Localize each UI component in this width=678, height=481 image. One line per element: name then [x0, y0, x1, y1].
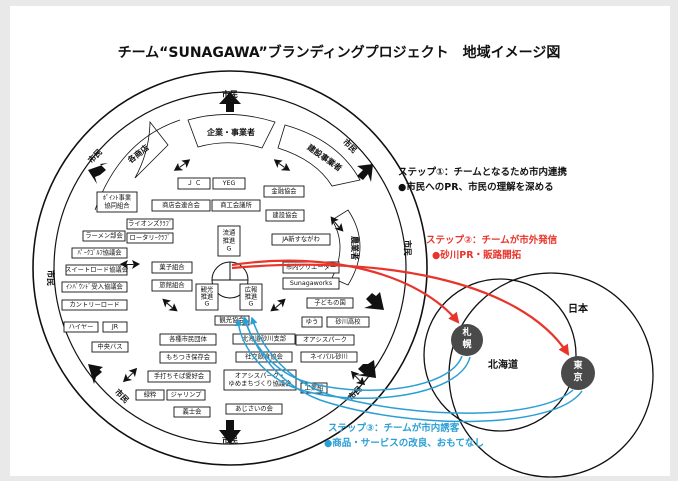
step2-title: ステップ②：チームが市外発信 [426, 234, 558, 246]
box-hokudai: 北海道砂川支部 [242, 334, 286, 343]
box-mochitsuki: もちつき保存会 [166, 352, 211, 361]
arrow-upper-left [88, 163, 108, 184]
box-inbound: ｲﾝﾊﾞｳﾝﾄﾞ受入協議会 [66, 282, 123, 291]
diagram-title: チーム“SUNAGAWA”ブランディングプロジェクト 地域イメージ図 [118, 44, 561, 61]
japan-circle [448, 272, 654, 478]
box-teuchi: 手打ちそば愛好会 [154, 371, 205, 380]
box-lions: ライオンズｸﾗﾌﾞ [128, 219, 172, 228]
box-kensetsu: 建設協会 [272, 210, 298, 219]
box-shokokaigisho: 商工会議所 [220, 200, 252, 209]
arrow-lower-left [88, 364, 103, 384]
sapporo-label-1: 札 [461, 326, 471, 338]
center-kanko-2: 推進 [201, 292, 214, 301]
ring-label-left: 市民 [46, 270, 56, 286]
box-kodomo: 子どもの国 [314, 299, 345, 307]
box-sunagaworks: Sunagaworks [290, 280, 332, 287]
box-yuu: ゆう [306, 318, 319, 326]
box-parkgolf: ﾊﾟｰｸｺﾞﾙﾌ協議会 [77, 248, 122, 257]
box-jr: JR [111, 324, 119, 331]
box-jarinpu: ジャリンプ [171, 391, 203, 399]
box-kashi: 菓子組合 [159, 262, 185, 271]
box-sweets: スイートロード協議会 [65, 265, 129, 274]
box-kakushu: 各種市民団体 [169, 334, 207, 343]
center-kanko-1: 観光 [201, 285, 214, 294]
blue-arrow-sapporo-2 [234, 318, 471, 400]
label-hokkaido: 北海道 [488, 358, 518, 371]
box-chuobus: 中央バス [97, 342, 122, 351]
red-arrow-tokyo [231, 263, 570, 356]
ring-label-right: 市民 [403, 240, 413, 256]
center-ryutsu-3: G [227, 246, 232, 253]
arrow-right-mid [364, 292, 384, 310]
box-rotary: ロータリｰｸﾗﾌﾞ [130, 233, 171, 242]
hokkaido-circle [423, 278, 577, 432]
step3-desc: ●商品・サービスの改良、おもてなし [324, 437, 484, 449]
box-kogei: 工業組 [305, 383, 325, 392]
box-ajisai: あじさいの会 [235, 404, 273, 413]
sapporo-label-2: 幌 [462, 338, 471, 350]
center-koho-3: G [249, 301, 254, 308]
box-country: カントリーロード [69, 301, 119, 309]
step1-title: ステップ①：チームとなるため市内連携 [398, 166, 567, 178]
box-yeg: YEG [222, 180, 236, 187]
outer-citizen-ring [32, 70, 428, 466]
box-point-1: ﾎﾟｲﾝﾄ事業 [103, 193, 132, 202]
arrow-up [219, 92, 241, 112]
blue-arrow-tokyo-2 [242, 316, 583, 423]
box-kinzoku: 金融協会 [271, 186, 297, 195]
step2-desc: ●砂川PR・販路開拓 [432, 249, 522, 261]
box-jc: Ｊ Ｃ [187, 180, 202, 187]
red-arrow-sapporo [231, 259, 460, 324]
step3-title: ステップ③：チームが市内誘客 [328, 422, 460, 434]
center-ryutsu-1: 流通 [223, 228, 236, 237]
box-ja: JA新すながわ [281, 234, 320, 243]
agriculture-sector-outline [331, 209, 361, 286]
center-groups: 流通 推進 G 観光 推進 G 広報 推進 G [195, 225, 263, 311]
box-ramen: ラーメン部会 [85, 231, 123, 240]
construction-sector-outline [277, 124, 361, 187]
box-shotenkai: 商店会連合会 [162, 200, 200, 209]
arrow-down [219, 420, 241, 444]
sector-business: 企業・事業者 [206, 127, 255, 137]
business-sector-outline [187, 114, 276, 149]
tokyo-label-1: 東 [573, 359, 582, 371]
tokyo-label-2: 京 [573, 371, 582, 383]
blue-arrow-tokyo-1 [250, 316, 574, 414]
step1-desc: ●市民へのPR、市民の理解を深める [398, 181, 554, 193]
box-oasisp-1: オアシスパーク・ [235, 372, 285, 380]
box-koko: 砂川高校 [335, 317, 361, 326]
tokyo-node [561, 356, 595, 390]
outward-arrows [88, 92, 384, 444]
box-ryokan: 旅館組合 [159, 280, 185, 289]
box-negaibura: ネイパル砂川 [310, 352, 348, 361]
linking-arrows [120, 159, 366, 386]
shops-sector-outline [134, 120, 169, 179]
box-gishikai: 義士会 [183, 407, 203, 416]
center-koho-1: 広報 [245, 285, 258, 294]
box-point-2: 協同組合 [104, 201, 130, 210]
box-oasisp-2: ゆめまちづくり協議会 [229, 379, 293, 388]
label-japan: 日本 [568, 302, 589, 315]
center-kanko-3: G [205, 301, 210, 308]
sapporo-node [451, 324, 483, 356]
arrow-upper-right [357, 164, 373, 182]
organization-boxes: Ｊ Ｃ YEG 商店会連合会 商工会議所 金融協会 建設協会 JA新すながわ ﾎ… [61, 177, 370, 418]
box-creator: 市内クリエーター [286, 262, 336, 271]
sector-agriculture: 農業者 [350, 236, 360, 260]
box-ryokuju: 緑粋 [144, 390, 157, 399]
box-hire: ハイヤー [69, 324, 94, 331]
arrow-lower-right [356, 360, 376, 378]
box-oasis: オアシスパーク [303, 336, 347, 344]
center-ryutsu-2: 推進 [223, 236, 236, 245]
box-kankokyokai: 観光協会 [219, 315, 245, 324]
center-koho-2: 推進 [245, 292, 258, 301]
